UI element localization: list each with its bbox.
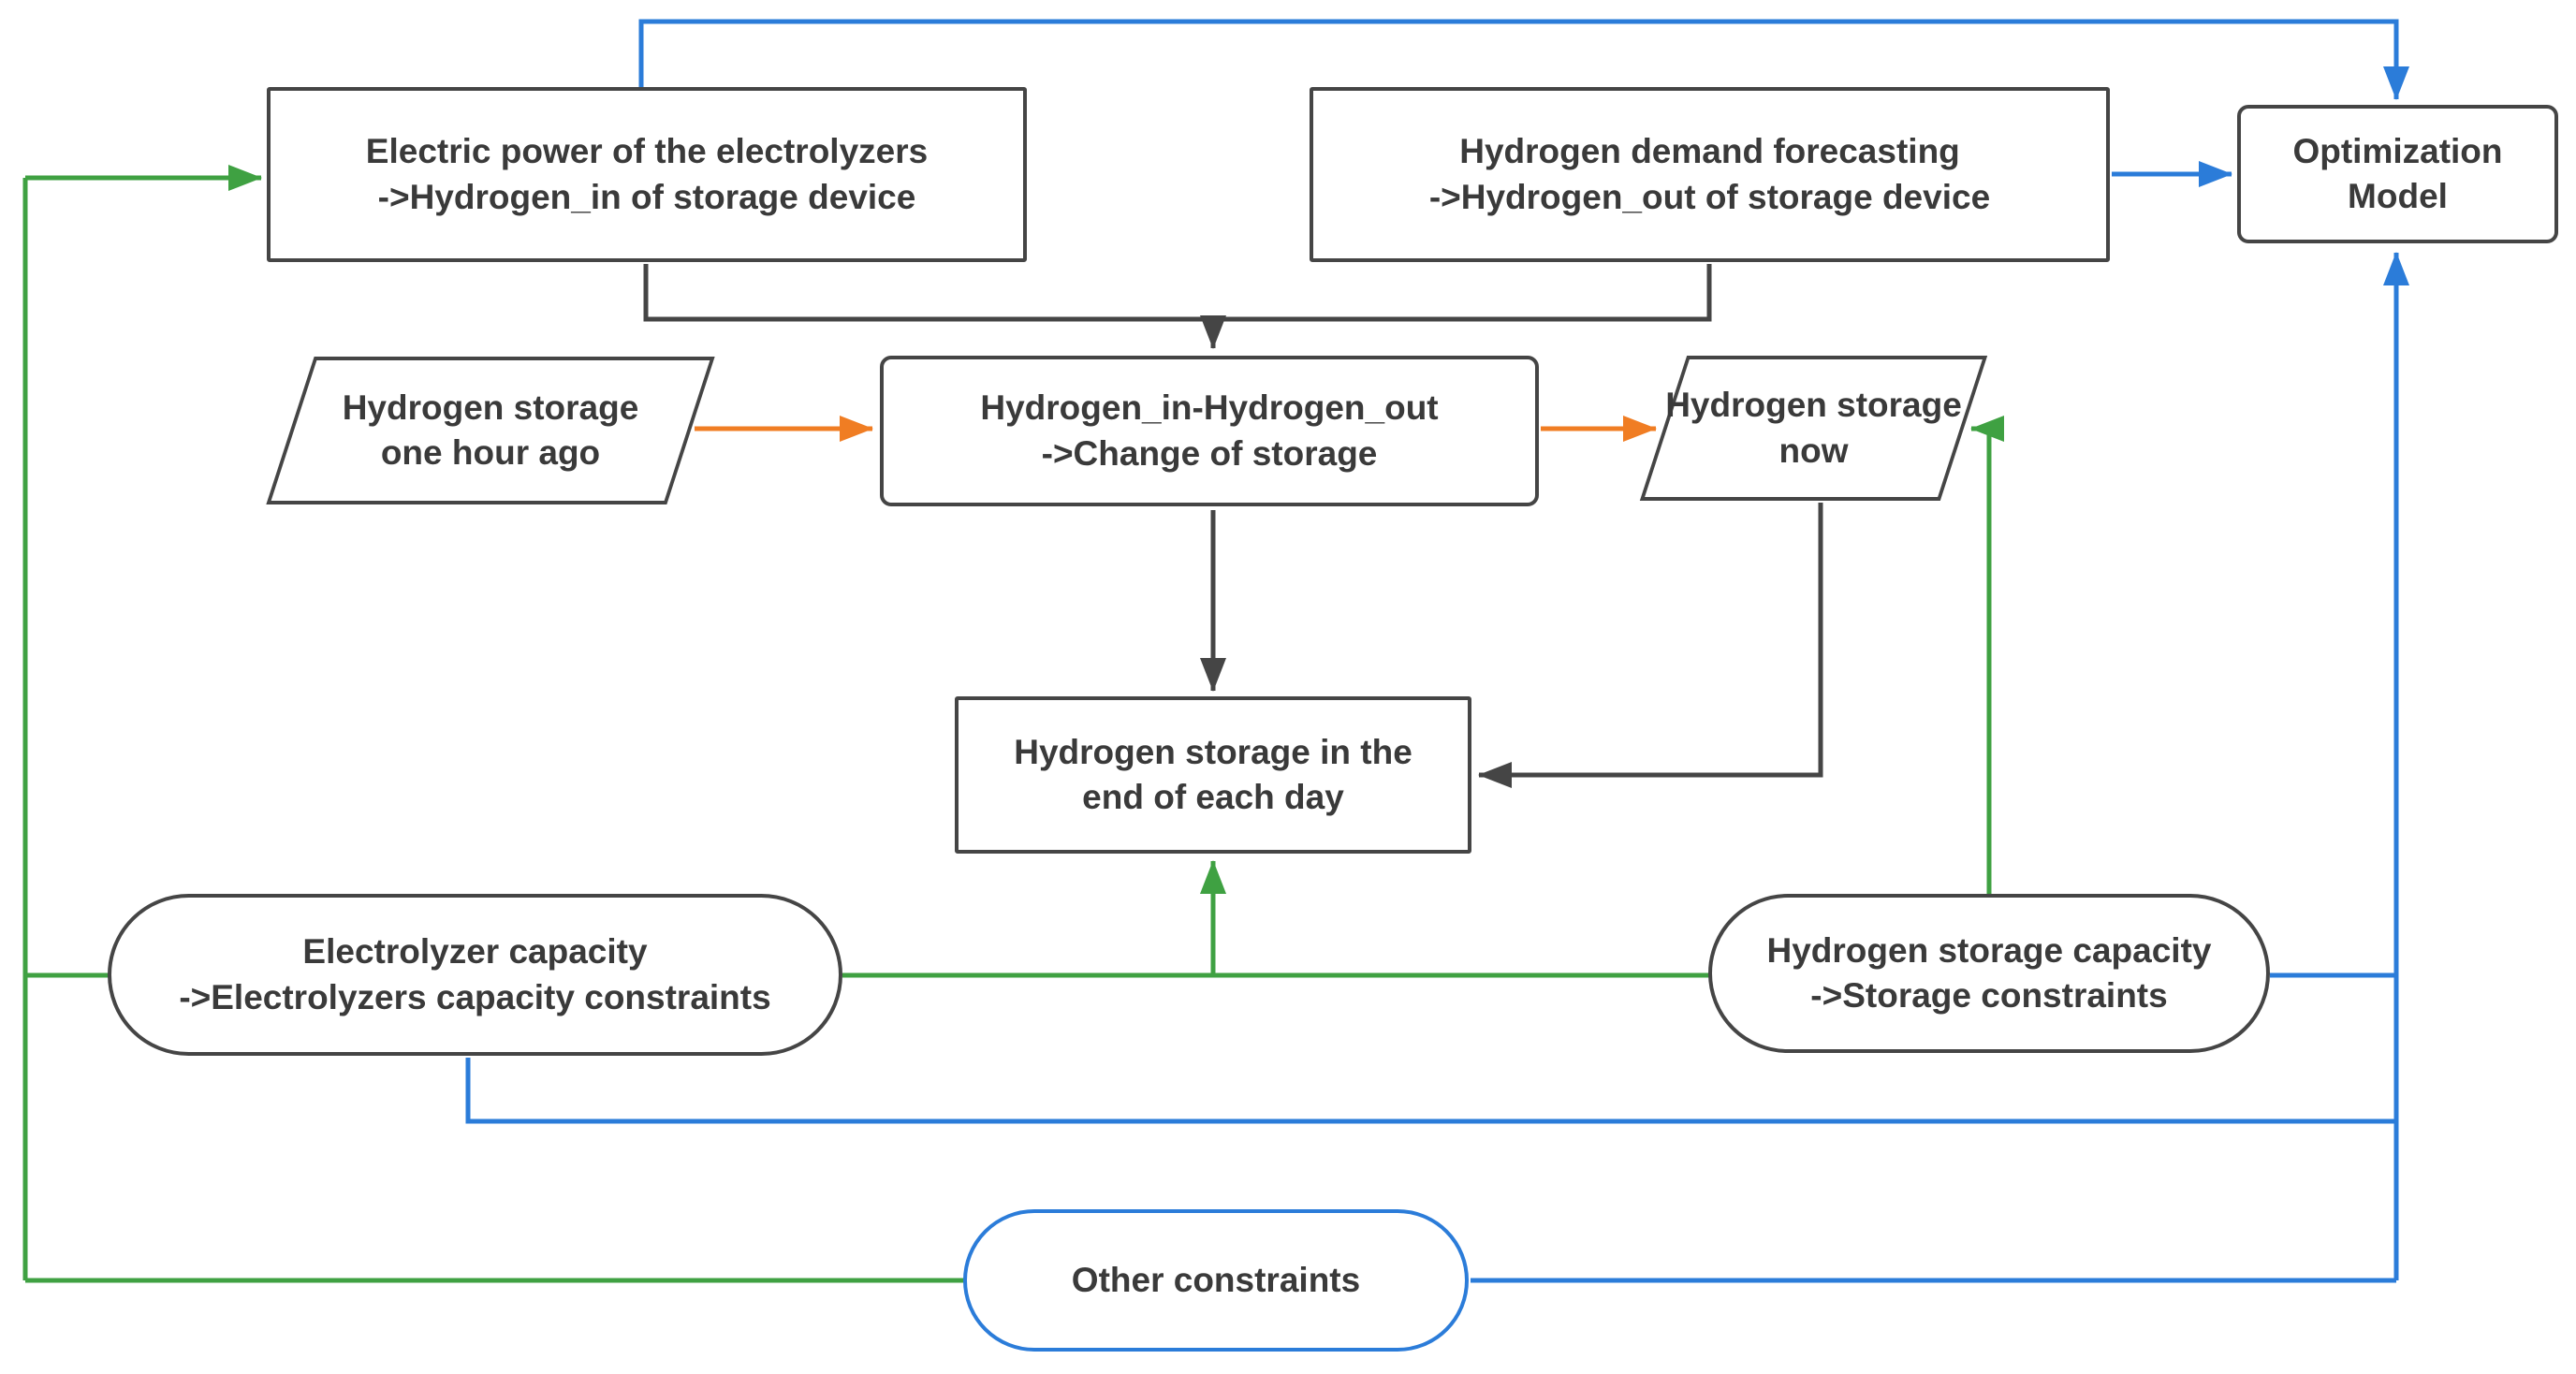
node-other-constraints: Other constraints — [963, 1209, 1469, 1352]
node-electric-power-line2: ->Hydrogen_in of storage device — [377, 177, 916, 216]
node-storage-capacity-line2: ->Storage constraints — [1810, 976, 2168, 1015]
node-optimization-model-line2: Model — [2348, 177, 2448, 215]
node-storage-now-line1: Hydrogen storage — [1665, 386, 1962, 425]
node-hydrogen-in-out-line2: ->Change of storage — [1041, 433, 1378, 473]
node-hydrogen-in-out-line1: Hydrogen_in-Hydrogen_out — [980, 388, 1439, 428]
node-storage-end-of-day: Hydrogen storage in the end of each day — [955, 696, 1471, 854]
edge-electricpower-to-optimization — [638, 19, 2409, 100]
node-storage-one-hour-ago-line2: one hour ago — [380, 433, 601, 472]
node-electric-power-line1: Electric power of the electrolyzers — [365, 132, 929, 171]
node-storage-capacity-line1: Hydrogen storage capacity — [1766, 930, 2212, 970]
node-optimization-model-line1: Optimization — [2292, 131, 2503, 170]
node-other-constraints-line1: Other constraints — [1071, 1260, 1361, 1299]
node-electric-power: Electric power of the electrolyzers ->Hy… — [267, 87, 1027, 262]
node-electrolyzer-capacity-line2: ->Electrolyzers capacity constraints — [179, 977, 771, 1016]
node-electrolyzer-capacity-line1: Electrolyzer capacity — [302, 932, 648, 972]
edge-inputs-merge — [643, 264, 1712, 322]
edge-electrolyzercapacity-to-channel — [465, 1058, 2396, 1124]
node-storage-end-of-day-line2: end of each day — [1082, 778, 1344, 816]
node-storage-end-of-day-line1: Hydrogen storage in the — [1014, 732, 1412, 771]
node-hydrogen-demand-line2: ->Hydrogen_out of storage device — [1428, 177, 1991, 216]
node-storage-now: Hydrogen storage now — [1663, 356, 1964, 501]
node-storage-one-hour-ago-line1: Hydrogen storage — [342, 387, 639, 427]
node-storage-capacity: Hydrogen storage capacity ->Storage cons… — [1708, 894, 2270, 1053]
node-hydrogen-demand-line1: Hydrogen demand forecasting — [1459, 132, 1960, 171]
edge-now-to-endday — [1478, 503, 1823, 788]
edge-storagecapacity-to-now — [1970, 416, 2004, 896]
node-storage-now-line2: now — [1778, 431, 1849, 470]
node-storage-one-hour-ago: Hydrogen storage one hour ago — [290, 357, 691, 504]
node-hydrogen-in-out: Hydrogen_in-Hydrogen_out ->Change of sto… — [880, 356, 1539, 506]
node-hydrogen-demand: Hydrogen demand forecasting ->Hydrogen_o… — [1310, 87, 2110, 262]
node-electrolyzer-capacity: Electrolyzer capacity ->Electrolyzers ca… — [108, 894, 842, 1056]
node-optimization-model: Optimization Model — [2237, 105, 2558, 243]
